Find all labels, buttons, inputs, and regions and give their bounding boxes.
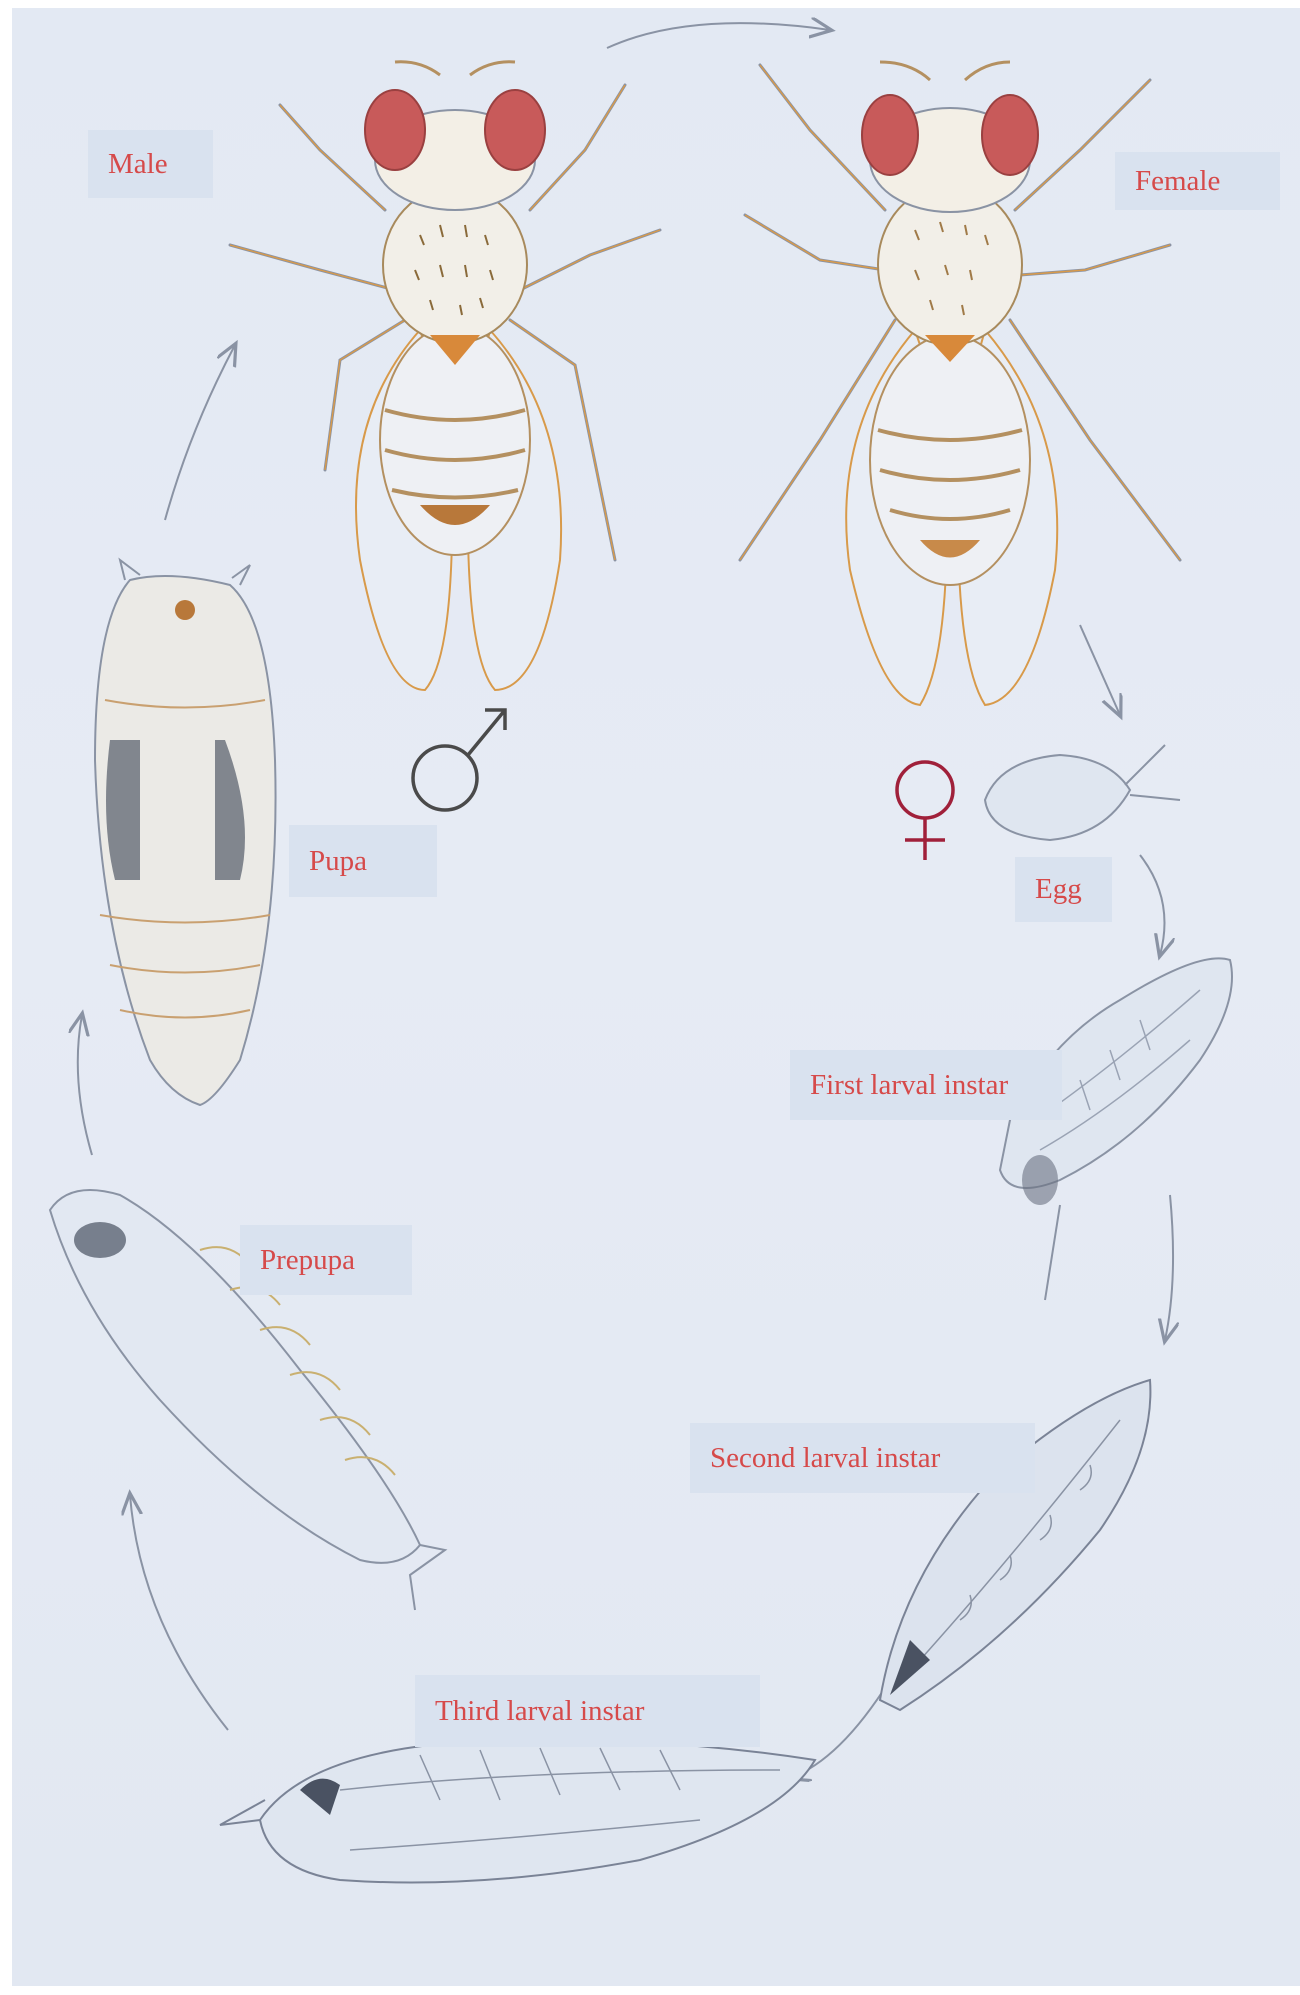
- arrow-egg-to-first-instar: [1140, 855, 1165, 955]
- egg-drawing: [985, 745, 1180, 840]
- arrow-female-to-egg: [1080, 625, 1120, 715]
- pupa-drawing: [95, 560, 276, 1105]
- female-symbol-icon: [897, 762, 953, 860]
- label-egg: Egg: [1015, 857, 1112, 922]
- arrow-first-to-second-instar: [1165, 1195, 1173, 1340]
- third-instar-drawing: [220, 1740, 815, 1883]
- label-male: Male: [88, 130, 213, 198]
- label-second-larval-instar: Second larval instar: [690, 1423, 1035, 1493]
- female-fly: [740, 62, 1180, 705]
- arrow-prepupa-to-pupa: [78, 1015, 92, 1155]
- first-instar-drawing: [1000, 958, 1232, 1300]
- label-pupa: Pupa: [289, 825, 437, 897]
- label-female: Female: [1115, 152, 1280, 210]
- male-symbol-icon: [413, 710, 505, 810]
- arrow-pupa-to-male: [165, 345, 235, 520]
- arrow-male-to-female: [607, 23, 830, 48]
- label-first-larval-instar: First larval instar: [790, 1050, 1062, 1120]
- label-prepupa: Prepupa: [240, 1225, 412, 1295]
- male-fly: [230, 62, 660, 690]
- label-third-larval-instar: Third larval instar: [415, 1675, 760, 1747]
- arrow-third-to-prepupa: [130, 1495, 228, 1730]
